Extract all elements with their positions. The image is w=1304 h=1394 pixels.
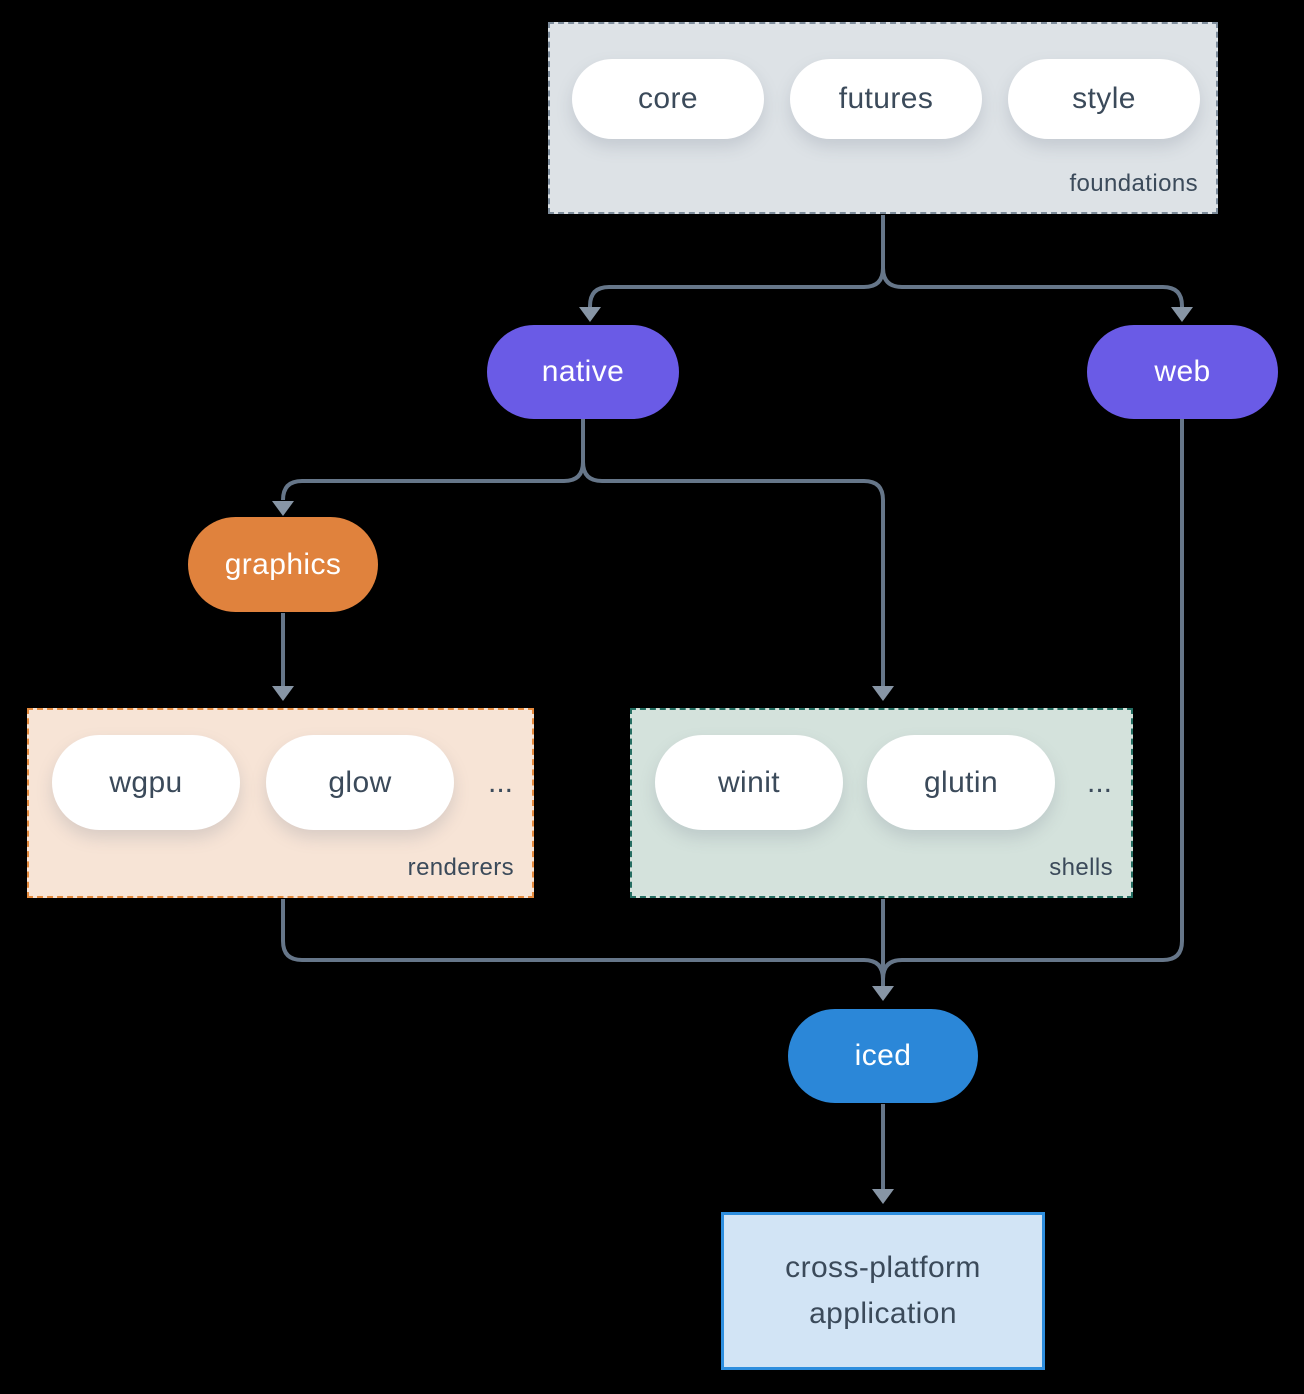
graphics-node: graphics: [188, 517, 378, 612]
web-node: web: [1087, 325, 1278, 419]
arrowhead-native: [579, 307, 601, 322]
foundations-label: foundations: [1069, 170, 1198, 197]
pill-style: style: [1008, 59, 1200, 139]
renderers-ellipsis: ...: [488, 766, 514, 799]
application-label-line2: application: [809, 1297, 957, 1330]
shells-label: shells: [1049, 854, 1113, 881]
pill-glow: glow: [266, 735, 454, 830]
renderers-label: renderers: [407, 854, 514, 881]
shells-group: winit glutin ... shells: [630, 708, 1133, 898]
pill-winit: winit: [655, 735, 843, 830]
shells-ellipsis: ...: [1087, 766, 1113, 799]
connector-foundations-to-web: [881, 267, 1184, 308]
iced-node: iced: [788, 1009, 978, 1103]
connector-native-to-shells: [581, 461, 885, 686]
pill-wgpu: wgpu: [52, 735, 240, 830]
pill-futures: futures: [790, 59, 982, 139]
application-box: cross-platform application: [721, 1212, 1045, 1370]
foundations-group: core futures style foundations: [548, 22, 1218, 214]
arrowhead-renderers: [272, 686, 294, 701]
arrowhead-web: [1171, 307, 1193, 322]
arrowhead-iced: [872, 986, 894, 1001]
application-label-line1: cross-platform: [785, 1251, 981, 1284]
connector-renderers-to-iced: [281, 899, 885, 980]
arrowhead-graphics: [272, 501, 294, 516]
connector-foundations-to-native: [588, 267, 885, 308]
native-node: native: [487, 325, 679, 419]
connector-native-to-graphics: [281, 461, 585, 501]
arrowhead-application: [872, 1189, 894, 1204]
renderers-group: wgpu glow ... renderers: [27, 708, 534, 898]
arrowhead-shells: [872, 686, 894, 701]
pill-glutin: glutin: [867, 735, 1055, 830]
pill-core: core: [572, 59, 764, 139]
